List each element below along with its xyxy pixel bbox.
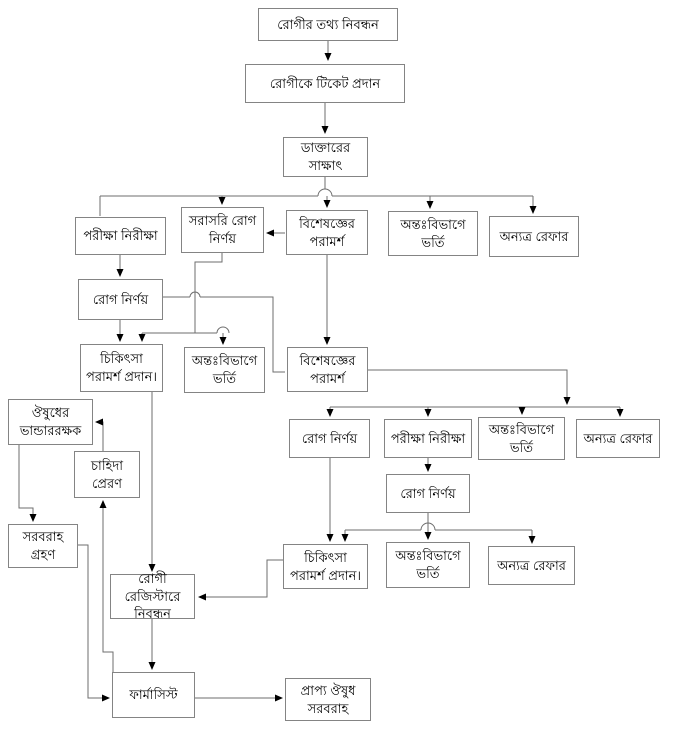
flow-node-label: রোগ নির্ণয় xyxy=(400,485,456,501)
flow-node-label: পরীক্ষা নিরীক্ষা xyxy=(83,228,158,244)
flow-node-label: বিশেষজ্ঞের পরামর্শ xyxy=(299,215,355,249)
flow-node-direct-diagnosis: সরাসরি রোগ নির্ণয় xyxy=(181,207,264,253)
flow-node-treatment-advice-1: চিকিৎসা পরামর্শ প্রদান। xyxy=(80,344,163,392)
flow-node-label: রোগীকে টিকেট প্রদান xyxy=(269,75,381,91)
flow-node-refer-elsewhere-1: অন্যত্র রেফার xyxy=(489,216,579,257)
flow-node-demand-sending: চাহিদা প্রেরণ xyxy=(74,451,140,498)
flow-node-due-medicine-supply: প্রাপ্য ঔষুধ সরবরাহ xyxy=(285,678,371,721)
edge-supply-pharmacist xyxy=(78,544,110,702)
flow-node-pharmacist: ফার্মাসিস্ট xyxy=(112,672,195,718)
flow-node-patient-info-registration: রোগীর তথ্য নিবন্ধন xyxy=(258,8,398,41)
flow-node-label: অন্তঃবিভাগে ভর্তি xyxy=(191,353,258,386)
edge-diagnosis1-hop xyxy=(189,291,201,298)
edge-doctor-fork-bump xyxy=(317,188,333,197)
flow-node-diagnosis-3: রোগ নির্ণয় xyxy=(386,474,470,513)
flow-node-refer-elsewhere-2: অন্যত্র রেফার xyxy=(576,419,660,458)
flow-node-label: ফার্মাসিস্ট xyxy=(129,687,178,703)
flow-node-inpatient-admission-1: অন্তঃবিভাগে ভর্তি xyxy=(388,211,478,256)
flow-node-label: চাহিদা প্রেরণ xyxy=(91,457,123,491)
edge-diagnosis1-specialist2 xyxy=(163,296,285,373)
flow-node-refer-elsewhere-3: অন্যত্র রেফার xyxy=(488,546,575,585)
flow-node-patient-register-entry: রোগী রেজিস্টারে নিবন্ধন xyxy=(110,571,195,621)
flow-node-label: বিশেষজ্ঞের পরামর্শ xyxy=(299,352,356,386)
edge-demand-storekeeper xyxy=(95,418,104,451)
flow-node-label: অন্তঃবিভাগে ভর্তি xyxy=(488,421,555,455)
flow-node-label: অন্যত্র রেফার xyxy=(499,228,569,244)
flow-node-label: রোগী রেজিস্টারে নিবন্ধন xyxy=(124,571,181,622)
flow-node-specialist-advice-1: বিশেষজ্ঞের পরামর্শ xyxy=(286,210,368,255)
flow-node-doctor-visit: ডাক্তারের সাক্ষাৎ xyxy=(283,137,368,177)
edge-treatment2-register xyxy=(198,559,283,601)
flow-node-label: সরাসরি রোগ নির্ণয় xyxy=(188,213,257,246)
flow-node-diagnosis-1: রোগ নির্ণয় xyxy=(78,279,163,320)
flow-node-inpatient-admission-2: অন্তঃবিভাগে ভর্তি xyxy=(184,347,265,393)
edge-storekeeper-supply xyxy=(18,445,37,522)
flow-node-label: চিকিৎসা পরামর্শ প্রদান। xyxy=(290,549,361,583)
flow-node-label: রোগ নির্ণয় xyxy=(301,430,358,446)
edge-pharmacist-demand xyxy=(99,500,114,672)
flow-node-label: চিকিৎসা পরামর্শ প্রদান। xyxy=(86,351,157,384)
flow-node-label: রোগ নির্ণয় xyxy=(92,291,149,307)
flow-node-inpatient-admission-3: অন্তঃবিভাগে ভর্তি xyxy=(478,417,565,460)
flow-node-label: প্রাপ্য ঔষুধ সরবরাহ xyxy=(300,682,356,716)
flow-node-label: অন্তঃবিভাগে ভর্তি xyxy=(400,216,466,250)
flow-node-specialist-advice-2: বিশেষজ্ঞের পরামর্শ xyxy=(287,347,368,392)
flow-node-label: অন্যত্র রেফার xyxy=(497,557,566,573)
flow-node-label: ঔষুধের ভান্ডাররক্ষক xyxy=(19,405,82,438)
flow-node-medicine-storekeeper: ঔষুধের ভান্ডাররক্ষক xyxy=(8,399,93,445)
flow-node-label: ডাক্তারের সাক্ষাৎ xyxy=(300,140,351,173)
flow-node-tests-1: পরীক্ষা নিরীক্ষা xyxy=(75,217,166,255)
flow-node-label: অন্যত্র রেফার xyxy=(583,430,653,446)
edge-fork3-hop xyxy=(420,522,436,531)
flow-node-patient-ticket-issue: রোগীকে টিকেট প্রদান xyxy=(245,64,405,103)
flow-node-diagnosis-2: রোগ নির্ণয় xyxy=(289,419,370,458)
flow-node-label: সরবরাহ গ্রহণ xyxy=(22,529,64,562)
edge-specialist2-feeder xyxy=(368,369,571,405)
flow-node-label: অন্তঃবিভাগে ভর্তি xyxy=(395,548,461,581)
flow-node-tests-2: পরীক্ষা নিরীক্ষা xyxy=(384,419,472,458)
flow-node-supply-receive: সরবরাহ গ্রহণ xyxy=(8,524,78,568)
edge-direct-bar-bump xyxy=(216,326,230,334)
edge-direct-path xyxy=(194,253,223,333)
flow-node-treatment-advice-2: চিকিৎসা পরামর্শ প্রদান। xyxy=(283,544,368,589)
flow-node-label: পরীক্ষা নিরীক্ষা xyxy=(390,430,466,446)
flow-node-label: রোগীর তথ্য নিবন্ধন xyxy=(277,16,379,32)
flow-node-inpatient-admission-4: অন্তঃবিভাগে ভর্তি xyxy=(386,542,470,588)
